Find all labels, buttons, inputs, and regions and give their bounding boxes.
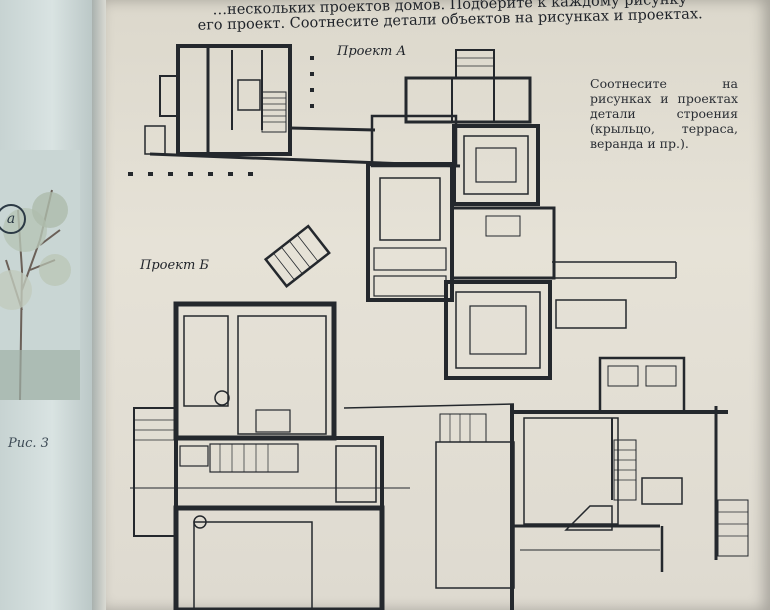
tree-illustration: [0, 150, 80, 400]
project-a-label: Проект А: [337, 44, 407, 59]
figure-caption: Рис. 3: [8, 436, 49, 451]
side-note: Соотнесите на рисунках и проектах детали…: [590, 76, 738, 151]
project-b-label: Проект Б: [140, 258, 209, 273]
figure-letter-badge: а: [0, 204, 26, 234]
left-page: а Рис. 3: [0, 0, 95, 610]
book-gutter: [92, 0, 110, 610]
